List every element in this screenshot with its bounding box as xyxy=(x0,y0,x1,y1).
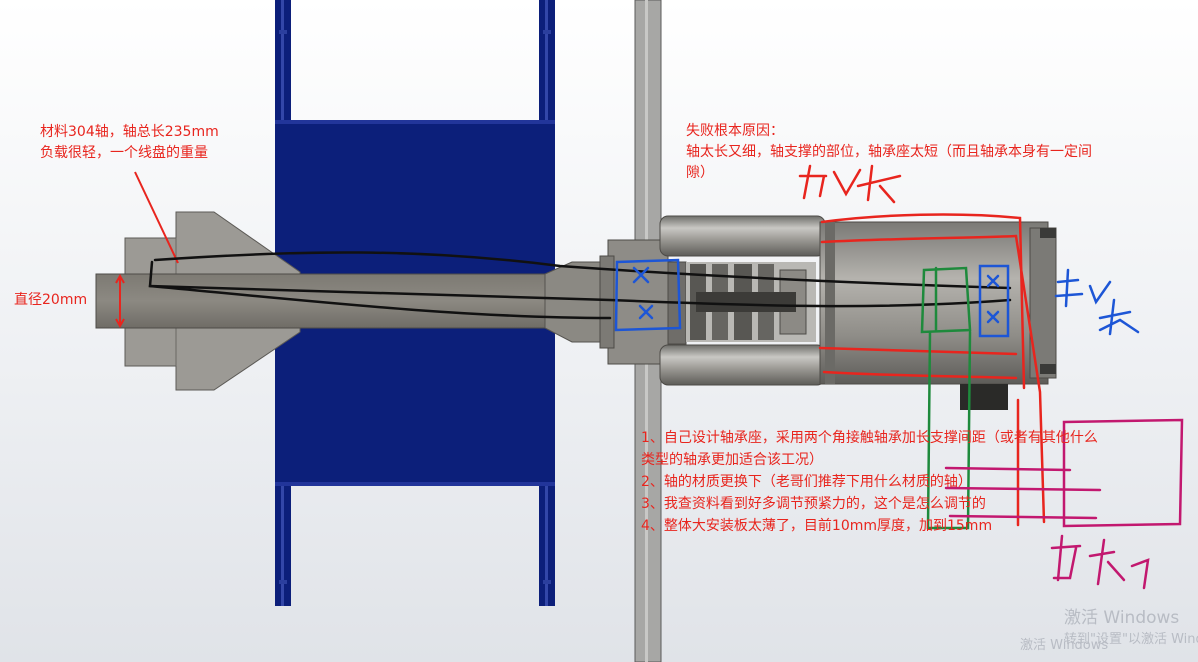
watermark-title: 激活 Windows xyxy=(1064,608,1180,628)
motor xyxy=(819,221,1057,410)
bearing-marker-left xyxy=(614,258,682,332)
improvement-list: 1、自己设计轴承座，采用两个角接触轴承加长支撑间距（或者有其他什么 类型的轴承更… xyxy=(641,427,1098,537)
shaft-material-note: 材料304轴，轴总长235mm 负载很轻，一个线盘的重量 xyxy=(40,122,219,164)
root-cause-note: 失败根本原因： 轴太长又细，轴支撑的部位，轴承座太短（而且轴承本身有一定间 隙） xyxy=(686,121,1092,184)
improvement-item-3: 3、我查资料看到好多调节预紧力的，这个是怎么调节的 xyxy=(641,496,986,512)
magenta-sketch xyxy=(944,418,1184,528)
handwriting-thicken-sketch xyxy=(1050,534,1150,590)
material-leader-line xyxy=(134,171,179,264)
deflection-sketch xyxy=(148,251,1012,320)
root-cause-line2: 隙） xyxy=(686,165,714,181)
green-sketch xyxy=(920,266,972,530)
shaft-material-line1: 材料304轴，轴总长235mm xyxy=(40,124,219,140)
shaft-material-line2: 负载很轻，一个线盘的重量 xyxy=(40,145,208,161)
root-cause-title: 失败根本原因： xyxy=(686,123,784,139)
improvement-item-2: 2、轴的材质更换下（老哥们推荐下用什么材质的轴） xyxy=(641,474,972,490)
watermark-title-ghost: 激活 Windows xyxy=(1020,638,1109,653)
shaft xyxy=(95,261,617,343)
root-cause-line1: 轴太长又细，轴支撑的部位，轴承座太短（而且轴承本身有一定间 xyxy=(686,144,1092,160)
improvement-item-1b: 类型的轴承更加适合该工况） xyxy=(641,452,823,468)
diameter-dimension xyxy=(115,273,125,329)
bearing-marker-right xyxy=(978,264,1010,338)
coupling xyxy=(659,215,826,386)
improvement-item-1a: 1、自己设计轴承座，采用两个角接触轴承加长支撑间距（或者有其他什么 xyxy=(641,430,1098,446)
handwriting-bearing-sketch xyxy=(1054,268,1140,336)
watermark-subtitle: 转到"设置"以激活 Windows。 xyxy=(1064,632,1198,647)
improvement-item-4: 4、整体大安装板太薄了，目前10mm厚度，加到15mm xyxy=(641,518,993,534)
handwriting-lengthen-sketch xyxy=(798,164,902,204)
diameter-label: 直径20mm xyxy=(14,292,88,308)
lengthen-sketch xyxy=(818,213,1046,527)
